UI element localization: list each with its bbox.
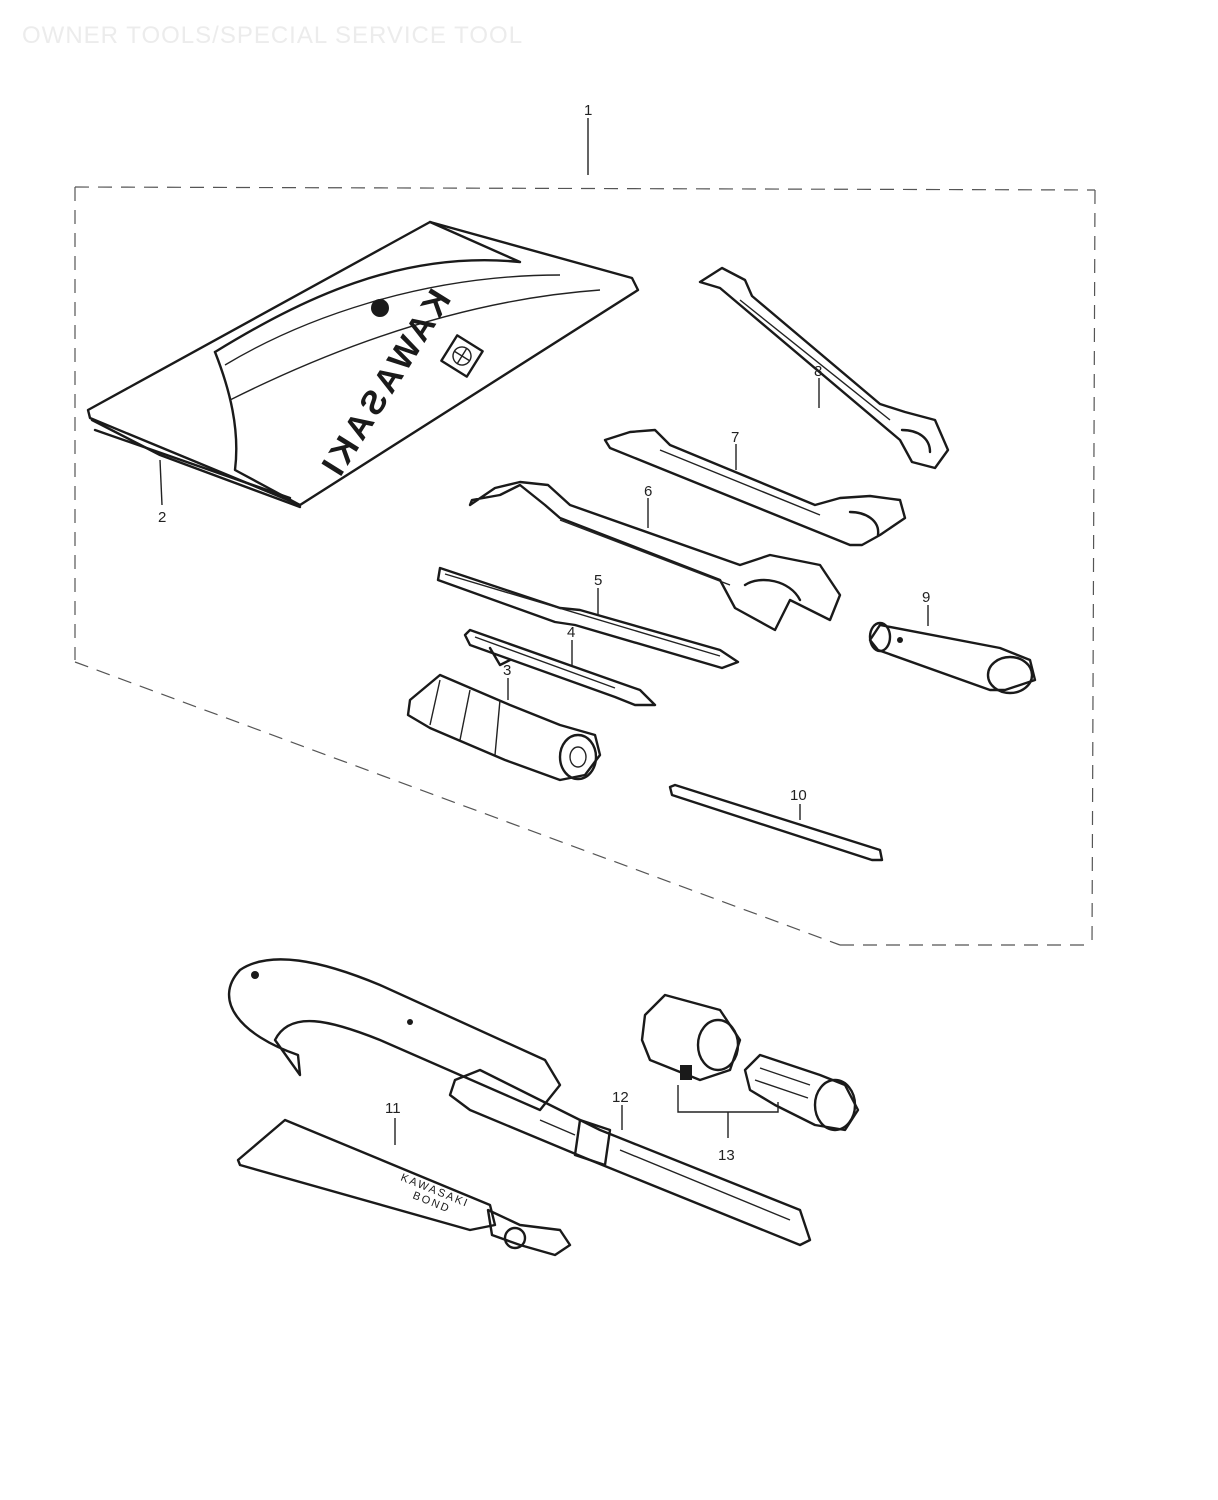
screwdriver-handle[interactable] [406,673,602,782]
bond-tube[interactable]: KAWASAKI BOND [236,1118,572,1257]
callout-5: 5 [594,572,602,589]
screwdriver-bit-phillips[interactable] [463,628,657,707]
callout-1: 1 [584,102,592,119]
callout-12: 12 [612,1089,629,1106]
page-title: OWNER TOOLS/SPECIAL SERVICE TOOL [22,22,524,49]
hook-spanner[interactable] [228,958,562,1112]
bag-rivet-icon [371,299,389,317]
wrench-medium[interactable] [603,428,907,547]
box-wrench[interactable] [868,621,1037,695]
puller-socket[interactable] [640,993,742,1082]
screwdriver-bit-flat[interactable] [436,566,740,670]
bag-logo-icon [440,334,484,378]
callout-8: 8 [814,363,822,380]
group-frame [74,118,1096,946]
wrench-small[interactable] [698,266,950,470]
callout-7: 7 [731,429,739,446]
callout-9: 9 [922,589,930,606]
callout-3: 3 [503,662,511,679]
callout-6: 6 [644,483,652,500]
tool-bag[interactable]: KAWASAKI [86,220,640,509]
callout-13: 13 [718,1147,735,1164]
stem-wrench-shaft[interactable] [448,1068,812,1247]
callout-11: 11 [385,1100,401,1117]
callout-4: 4 [567,624,575,641]
callout-2: 2 [158,509,166,526]
puller-bolt[interactable] [743,1053,860,1132]
callout-labels: 1 2 3 4 5 6 7 8 9 10 11 12 13 [158,102,930,1164]
tommy-bar[interactable] [668,783,884,862]
wrench-large[interactable] [468,480,842,632]
callout-10: 10 [790,787,807,804]
